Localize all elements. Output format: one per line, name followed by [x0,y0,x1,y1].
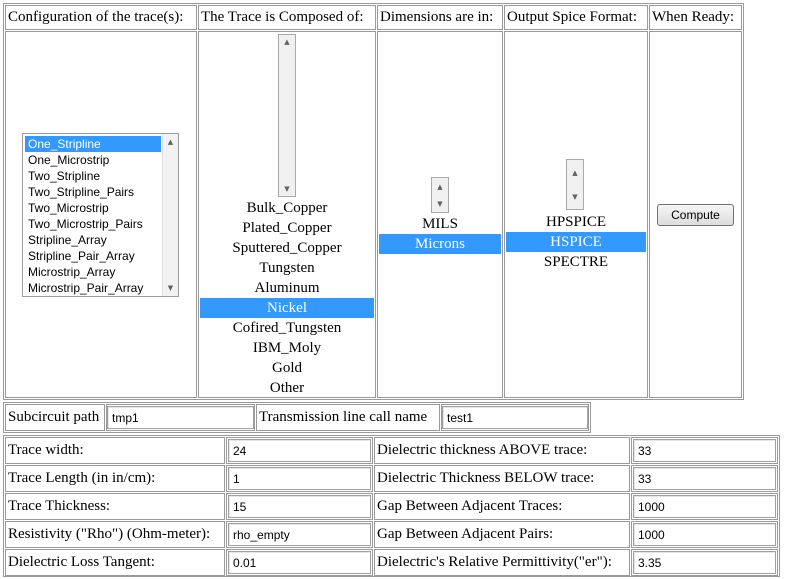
parameter-label: Trace Thickness: [5,493,225,520]
list-item[interactable]: HSPICE [506,232,646,252]
parameter-label: Dielectric Thickness BELOW trace: [374,465,630,492]
composition-cell [198,31,376,398]
parameter-value-cell [631,465,778,492]
parameter-label: Gap Between Adjacent Traces: [374,493,630,520]
list-item[interactable]: Aluminum [254,280,320,296]
list-item[interactable]: Two_Stripline [28,169,101,183]
list-item[interactable]: Plated_Copper [242,220,332,236]
list-item[interactable]: Other [269,380,305,396]
scroll-up-arrow-icon[interactable]: ▲ [437,182,443,191]
parameter-input[interactable]: 1000 [633,523,776,546]
configuration-cell [5,31,197,398]
parameter-value-cell [226,493,373,520]
list-item[interactable]: Microns [379,234,501,254]
parameter-label: Gap Between Adjacent Pairs: [374,521,630,548]
format-spinner[interactable]: ▲ ▼ [566,159,584,210]
parameter-value-cell [226,521,373,548]
when-ready-cell [649,31,742,398]
parameter-value-cell [631,493,778,520]
scroll-down-arrow-icon[interactable]: ▼ [284,185,290,193]
list-item[interactable]: HPSPICE [545,214,607,230]
scroll-up-arrow-icon[interactable]: ▲ [572,168,578,177]
subcircuit-path-cell [106,404,255,431]
parameter-input[interactable]: 24 [228,439,371,462]
parameter-label: Trace Length (in in/cm): [5,465,225,492]
scroll-down-arrow-icon[interactable]: ▼ [167,284,174,292]
list-item[interactable]: Bulk_Copper [246,200,328,216]
list-item[interactable]: Two_Microstrip_Pairs [28,217,143,231]
call-name-input[interactable]: test1 [442,406,588,429]
dimensions-spinner[interactable]: ▲ ▼ [431,177,449,213]
parameter-input[interactable]: 15 [228,495,371,518]
list-item[interactable]: Two_Microstrip [28,201,109,215]
header-dimensions: Dimensions are in: [377,5,503,30]
header-composition: The Trace is Composed of: [198,5,376,30]
parameter-input[interactable]: 3.35 [633,551,776,574]
subcircuit-path-label: Subcircuit path [5,404,105,431]
scroll-up-arrow-icon[interactable]: ▲ [284,38,290,46]
parameter-value-cell [226,437,373,464]
scroll-down-arrow-icon[interactable]: ▼ [437,199,443,208]
list-item[interactable]: Microstrip_Pair_Array [28,281,144,295]
scroll-up-arrow-icon[interactable]: ▲ [167,138,174,146]
list-item[interactable]: Nickel [200,298,374,318]
subcircuit-table [3,402,591,433]
parameter-value-cell [631,521,778,548]
list-item[interactable]: IBM_Moly [252,340,322,356]
list-item[interactable]: Gold [272,360,302,376]
parameter-input[interactable]: 1000 [633,495,776,518]
parameter-value-cell [631,549,778,576]
top-options-table [3,3,744,400]
composition-scrollbar[interactable]: ▲ ▼ [278,34,296,197]
list-item[interactable]: One_Microstrip [28,153,110,167]
parameter-label: Trace width: [5,437,225,464]
parameter-input[interactable]: 1 [228,467,371,490]
parameter-value-cell [226,465,373,492]
output-format-cell [504,31,648,398]
list-item[interactable]: Sputtered_Copper [232,240,342,256]
compute-button[interactable]: Compute [657,204,734,226]
list-item[interactable]: Stripline_Pair_Array [28,249,135,263]
dimensions-cell [377,31,503,398]
parameter-input[interactable]: rho_empty [228,523,371,546]
parameter-label: Dielectric Loss Tangent: [5,549,225,576]
format-options[interactable]: HPSPICE HSPICE SPECTRE [506,212,646,272]
list-item[interactable]: Stripline_Array [28,233,107,247]
header-output-format: Output Spice Format: [504,5,648,30]
list-item[interactable]: SPECTRE [543,254,609,270]
list-item[interactable]: Microstrip_Array [28,265,116,279]
dimensions-options[interactable]: MILS Microns [379,214,501,254]
configuration-scrollbar[interactable]: ▲ ▼ [162,134,178,296]
list-item[interactable]: One_Stripline [25,136,161,152]
parameters-table [3,435,780,577]
parameter-label: Dielectric thickness ABOVE trace: [374,437,630,464]
list-item[interactable]: Two_Stripline_Pairs [28,185,135,199]
scroll-down-arrow-icon[interactable]: ▼ [572,193,578,201]
parameter-input[interactable]: 0.01 [228,551,371,574]
parameter-label: Resistivity ("Rho") (Ohm-meter): [5,521,225,548]
list-item[interactable]: MILS [422,216,458,232]
header-configuration: Configuration of the trace(s): [5,5,197,30]
list-item[interactable]: Tungsten [259,260,315,276]
parameter-input[interactable]: 33 [633,467,776,490]
parameter-value-cell [631,437,778,464]
header-when-ready: When Ready: [649,5,742,30]
list-item[interactable]: Cofired_Tungsten [232,320,342,336]
parameter-input[interactable]: 33 [633,439,776,462]
call-name-cell [441,404,589,431]
subcircuit-path-input[interactable]: tmp1 [107,406,254,429]
parameter-label: Dielectric's Relative Permittivity("er")… [374,549,630,576]
call-name-label: Transmission line call name [256,404,440,431]
parameter-value-cell [226,549,373,576]
